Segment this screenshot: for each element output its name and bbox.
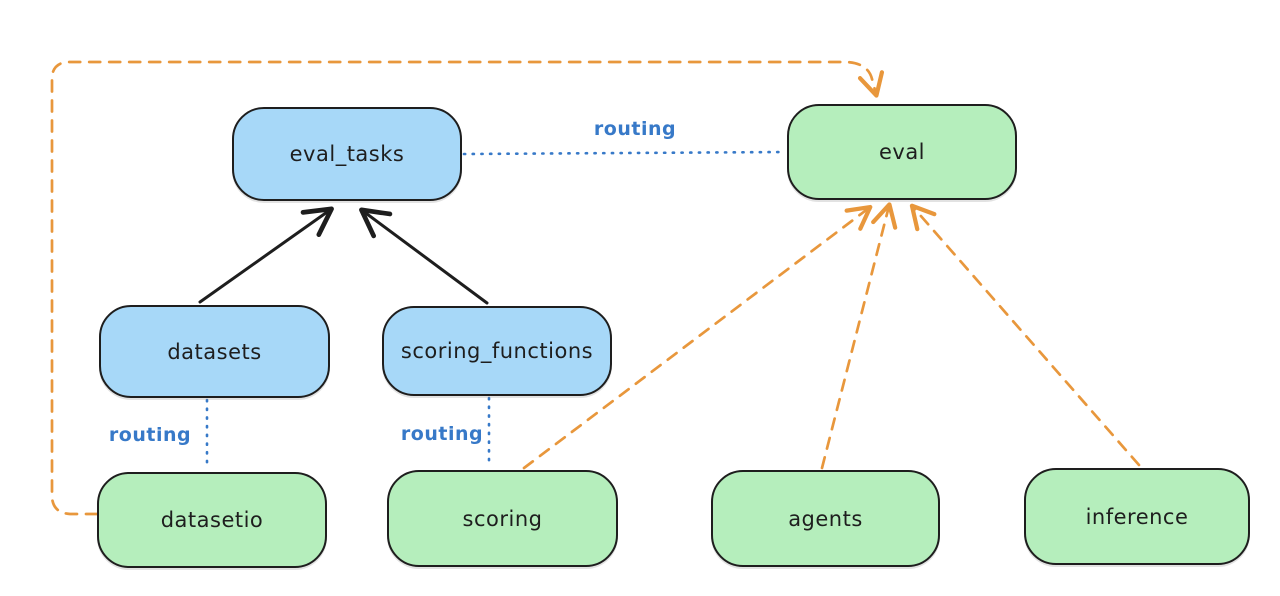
node-scoring-functions-label: scoring_functions xyxy=(400,339,594,363)
node-datasetio-label: datasetio xyxy=(160,508,264,532)
node-datasets: datasets xyxy=(99,305,330,398)
node-scoring-label: scoring xyxy=(462,506,543,531)
edge-scoring-functions-to-eval-tasks xyxy=(359,207,489,305)
edge-label-routing-eval-tasks-eval: routing xyxy=(593,118,677,140)
node-datasetio: datasetio xyxy=(97,472,327,568)
node-datasets-label: datasets xyxy=(167,339,262,364)
node-eval-tasks-label: eval_tasks xyxy=(289,142,405,166)
node-scoring: scoring xyxy=(387,470,618,567)
node-eval-label: eval xyxy=(878,140,926,164)
edge-label-routing-scoring-functions-scoring: routing xyxy=(400,423,484,445)
edge-agents-to-eval xyxy=(820,202,898,470)
node-inference-label: inference xyxy=(1085,504,1189,529)
edge-datasetio-to-eval xyxy=(50,60,885,516)
node-inference: inference xyxy=(1024,468,1250,565)
node-eval: eval xyxy=(787,104,1017,200)
edge-datasets-to-eval-tasks xyxy=(198,206,334,304)
node-agents-label: agents xyxy=(788,506,863,531)
node-scoring-functions: scoring_functions xyxy=(382,306,612,396)
edge-eval-tasks-to-eval-routing xyxy=(462,150,787,156)
node-eval-tasks: eval_tasks xyxy=(232,107,462,201)
node-agents: agents xyxy=(711,470,940,567)
edge-label-routing-datasets-datasetio: routing xyxy=(108,424,192,446)
edge-inference-to-eval xyxy=(909,203,1141,467)
